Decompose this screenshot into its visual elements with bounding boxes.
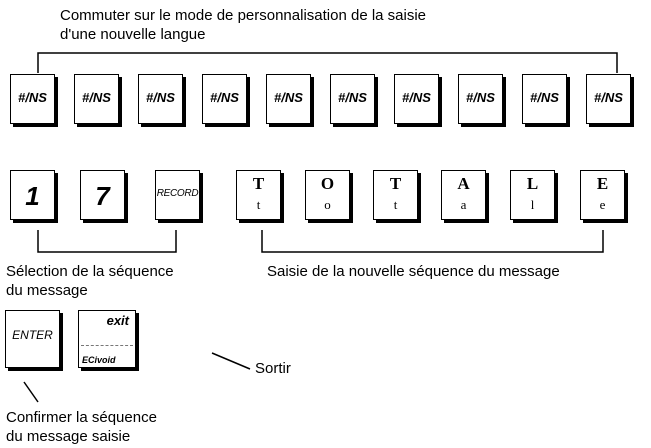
key-7[interactable]: 7 (80, 170, 125, 220)
ns-key-label: #/NS (594, 90, 623, 105)
key-1-label: 1 (25, 181, 40, 211)
ns-key-4[interactable]: #/NS (202, 74, 247, 124)
top-caption-line2: d'une nouvelle langue (60, 26, 206, 43)
confirm-caption-line1: Confirmer la séquence (6, 409, 157, 426)
ns-key-10[interactable]: #/NS (586, 74, 631, 124)
exit-key-label: exit (106, 313, 129, 328)
ns-key-label: #/NS (274, 90, 303, 105)
select-bracket (37, 230, 177, 253)
top-caption: Commuter sur le mode de personnalisation… (60, 6, 426, 44)
select-caption-line1: Sélection de la séquence (6, 263, 174, 280)
ns-key-8[interactable]: #/NS (458, 74, 503, 124)
ns-key-7[interactable]: #/NS (394, 74, 439, 124)
top-bracket (37, 52, 618, 73)
ns-key-label: #/NS (338, 90, 367, 105)
letter-key-lower: l (530, 197, 535, 212)
confirm-caption: Confirmer la séquence du message saisie (6, 408, 157, 446)
letter-key-upper: O (320, 174, 335, 193)
letter-key-a[interactable]: A a (441, 170, 486, 220)
exit-caption: Sortir (255, 360, 291, 377)
ns-key-label: #/NS (530, 90, 559, 105)
ecvoid-key-label: ECivoid (82, 355, 116, 365)
ns-key-6[interactable]: #/NS (330, 74, 375, 124)
ns-key-label: #/NS (146, 90, 175, 105)
key-1[interactable]: 1 (10, 170, 55, 220)
exit-key[interactable]: exit ECivoid (78, 310, 136, 368)
ns-key-label: #/NS (402, 90, 431, 105)
letter-key-t-2[interactable]: T t (373, 170, 418, 220)
exit-pointer (211, 352, 251, 370)
ns-key-label: #/NS (82, 90, 111, 105)
new-sequence-caption: Saisie de la nouvelle séquence du messag… (267, 263, 560, 280)
letter-key-lower: e (599, 197, 606, 212)
letter-key-upper: L (526, 174, 539, 193)
select-sequence-caption: Sélection de la séquence du message (6, 262, 174, 300)
ns-key-9[interactable]: #/NS (522, 74, 567, 124)
ns-key-3[interactable]: #/NS (138, 74, 183, 124)
letter-key-l[interactable]: L l (510, 170, 555, 220)
enter-key-label: ENTER (12, 328, 53, 342)
ns-key-label: #/NS (466, 90, 495, 105)
record-key-label: RECORD (156, 188, 199, 199)
letter-key-upper: T (389, 174, 402, 193)
letter-key-upper: E (596, 174, 609, 193)
letter-key-lower: t (256, 197, 261, 212)
enter-key[interactable]: ENTER (5, 310, 60, 368)
confirm-caption-line2: du message saisie (6, 428, 131, 445)
letter-key-upper: T (252, 174, 265, 193)
top-caption-line1: Commuter sur le mode de personnalisation… (60, 7, 427, 24)
letter-key-e[interactable]: E e (580, 170, 625, 220)
letter-key-lower: t (393, 197, 398, 212)
ns-key-label: #/NS (210, 90, 239, 105)
key-divider (81, 345, 133, 346)
enter-pointer (23, 381, 39, 403)
ns-key-2[interactable]: #/NS (74, 74, 119, 124)
ns-key-label: #/NS (18, 90, 47, 105)
letter-key-upper: A (457, 174, 470, 193)
ns-key-5[interactable]: #/NS (266, 74, 311, 124)
select-caption-line2: du message (6, 282, 88, 299)
letter-key-lower: a (460, 197, 467, 212)
new-sequence-bracket (261, 230, 604, 253)
letter-key-t[interactable]: T t (236, 170, 281, 220)
key-7-label: 7 (95, 181, 110, 211)
ns-key-1[interactable]: #/NS (10, 74, 55, 124)
letter-key-o[interactable]: O o (305, 170, 350, 220)
record-key[interactable]: RECORD (155, 170, 200, 220)
letter-key-lower: o (324, 197, 331, 212)
